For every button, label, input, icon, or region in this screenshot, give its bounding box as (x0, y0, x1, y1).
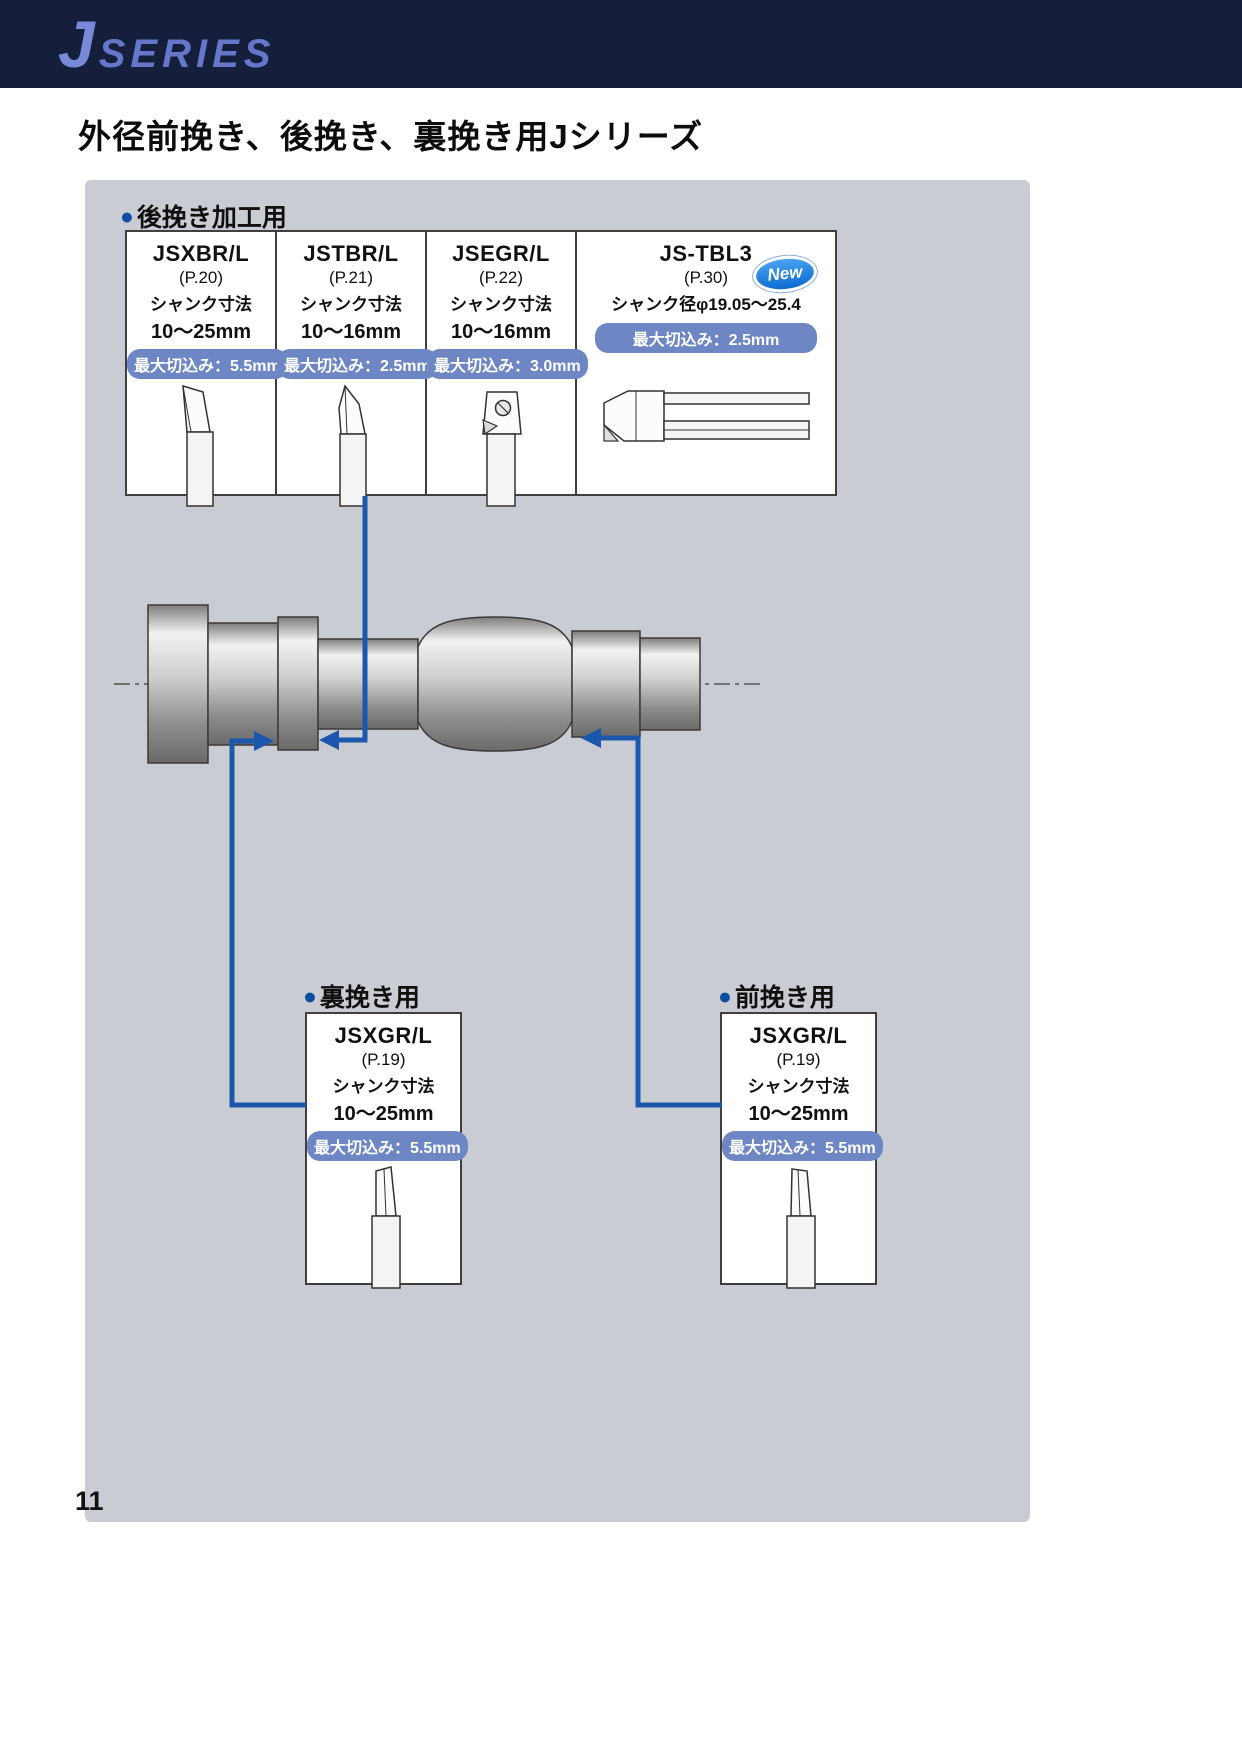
max-cut-badge: 最大切込み：5.5mm (722, 1131, 883, 1161)
jsxgr-mae-drawing (722, 1164, 875, 1297)
page-number: 11 (75, 1486, 104, 1516)
bullet-icon: ● (718, 982, 732, 1009)
tool-page-ref: (P.22) (478, 268, 524, 287)
tool-page-ref: (P.19) (776, 1050, 821, 1069)
tool-spec-range: 10〜16mm (450, 321, 552, 343)
tool-card-jstbr: JSTBR/L (P.21) シャンク寸法 10〜16mm 最大切込み：2.5m… (277, 232, 438, 507)
max-cut-badge: 最大切込み：2.5mm (277, 349, 438, 379)
tool-name: JSXGR/L (749, 1023, 848, 1048)
max-cut-badge: 最大切込み：5.5mm (307, 1131, 468, 1161)
tool-name: JSEGR/L (452, 241, 550, 266)
tool-name: JS-TBL3 (659, 241, 753, 266)
tool-name: JSTBR/L (303, 241, 399, 266)
section-label-mae: ● 前挽き用 (718, 978, 835, 1014)
tool-spec-label: シャンク寸法 (747, 1077, 850, 1096)
header-bar: J SERIES (0, 0, 1242, 88)
workpiece-drawing (110, 595, 770, 782)
tool-spec-label: シャンク径φ19.05〜25.4 (611, 295, 801, 314)
max-cut-badge: 最大切込み：2.5mm (594, 323, 818, 353)
tool-card-ura-jsxgr: JSXGR/L (P.19) シャンク寸法 10〜25mm 最大切込み：5.5m… (305, 1012, 468, 1289)
section-label-ura-text: 裏挽き用 (319, 984, 420, 1012)
tool-spec-label: シャンク寸法 (332, 1077, 435, 1096)
tool-spec-label: シャンク寸法 (300, 295, 402, 314)
section-label-mae-text: 前挽き用 (734, 984, 835, 1012)
section-label-back: ● 後挽き加工用 (120, 198, 287, 234)
section-label-ura: ● 裏挽き用 (303, 978, 420, 1014)
bullet-icon: ● (120, 202, 134, 229)
tool-spec-range: 10〜25mm (333, 1103, 434, 1125)
tool-page-ref: (P.20) (178, 268, 224, 287)
logo-series: SERIES (98, 32, 276, 76)
tool-grid-back: JSXBR/L (P.20) シャンク寸法 10〜25mm 最大切込み：5.5m… (125, 230, 837, 507)
jstbl3-drawing (577, 369, 835, 466)
jsegr-drawing (427, 382, 575, 515)
section-label-back-text: 後挽き加工用 (136, 204, 287, 232)
tool-page-ref: (P.30) (683, 268, 729, 287)
tool-spec-range: 10〜25mm (748, 1103, 849, 1125)
tool-card-jsxbr: JSXBR/L (P.20) シャンク寸法 10〜25mm 最大切込み：5.5m… (127, 232, 288, 507)
page-title: 外径前挽き、後挽き、裏挽き用Jシリーズ (78, 118, 704, 155)
tool-spec-label: シャンク寸法 (450, 295, 552, 314)
bullet-icon: ● (303, 982, 317, 1009)
jsxgr-ura-drawing (307, 1164, 460, 1297)
tool-page-ref: (P.21) (328, 268, 374, 287)
jsxbr-drawing (127, 382, 275, 515)
max-cut-badge: 最大切込み：3.0mm (427, 349, 588, 379)
catalog-panel: ● 後挽き加工用 JSXBR/L (P.20) シャンク寸法 10〜25mm 最… (85, 180, 1030, 1522)
logo-j: J (58, 7, 96, 81)
tool-page-ref: (P.19) (361, 1050, 406, 1069)
tool-card-mae-jsxgr: JSXGR/L (P.19) シャンク寸法 10〜25mm 最大切込み：5.5m… (720, 1012, 883, 1289)
jstbr-drawing (277, 382, 425, 515)
tool-name: JSXBR/L (152, 241, 250, 266)
tool-spec-range: 10〜16mm (300, 321, 402, 343)
tool-spec-range: 10〜25mm (150, 321, 252, 343)
tool-name: JSXGR/L (334, 1023, 433, 1048)
tool-card-jsegr: JSEGR/L (P.22) シャンク寸法 10〜16mm 最大切込み：3.0m… (427, 232, 588, 507)
tool-card-jstbl3: JS-TBL3 (P.30) New シャンク径φ19.05〜25.4 最大切込… (577, 232, 835, 494)
j-series-logo: J SERIES (58, 11, 275, 77)
tool-spec-label: シャンク寸法 (150, 295, 252, 314)
max-cut-badge: 最大切込み：5.5mm (127, 349, 288, 379)
